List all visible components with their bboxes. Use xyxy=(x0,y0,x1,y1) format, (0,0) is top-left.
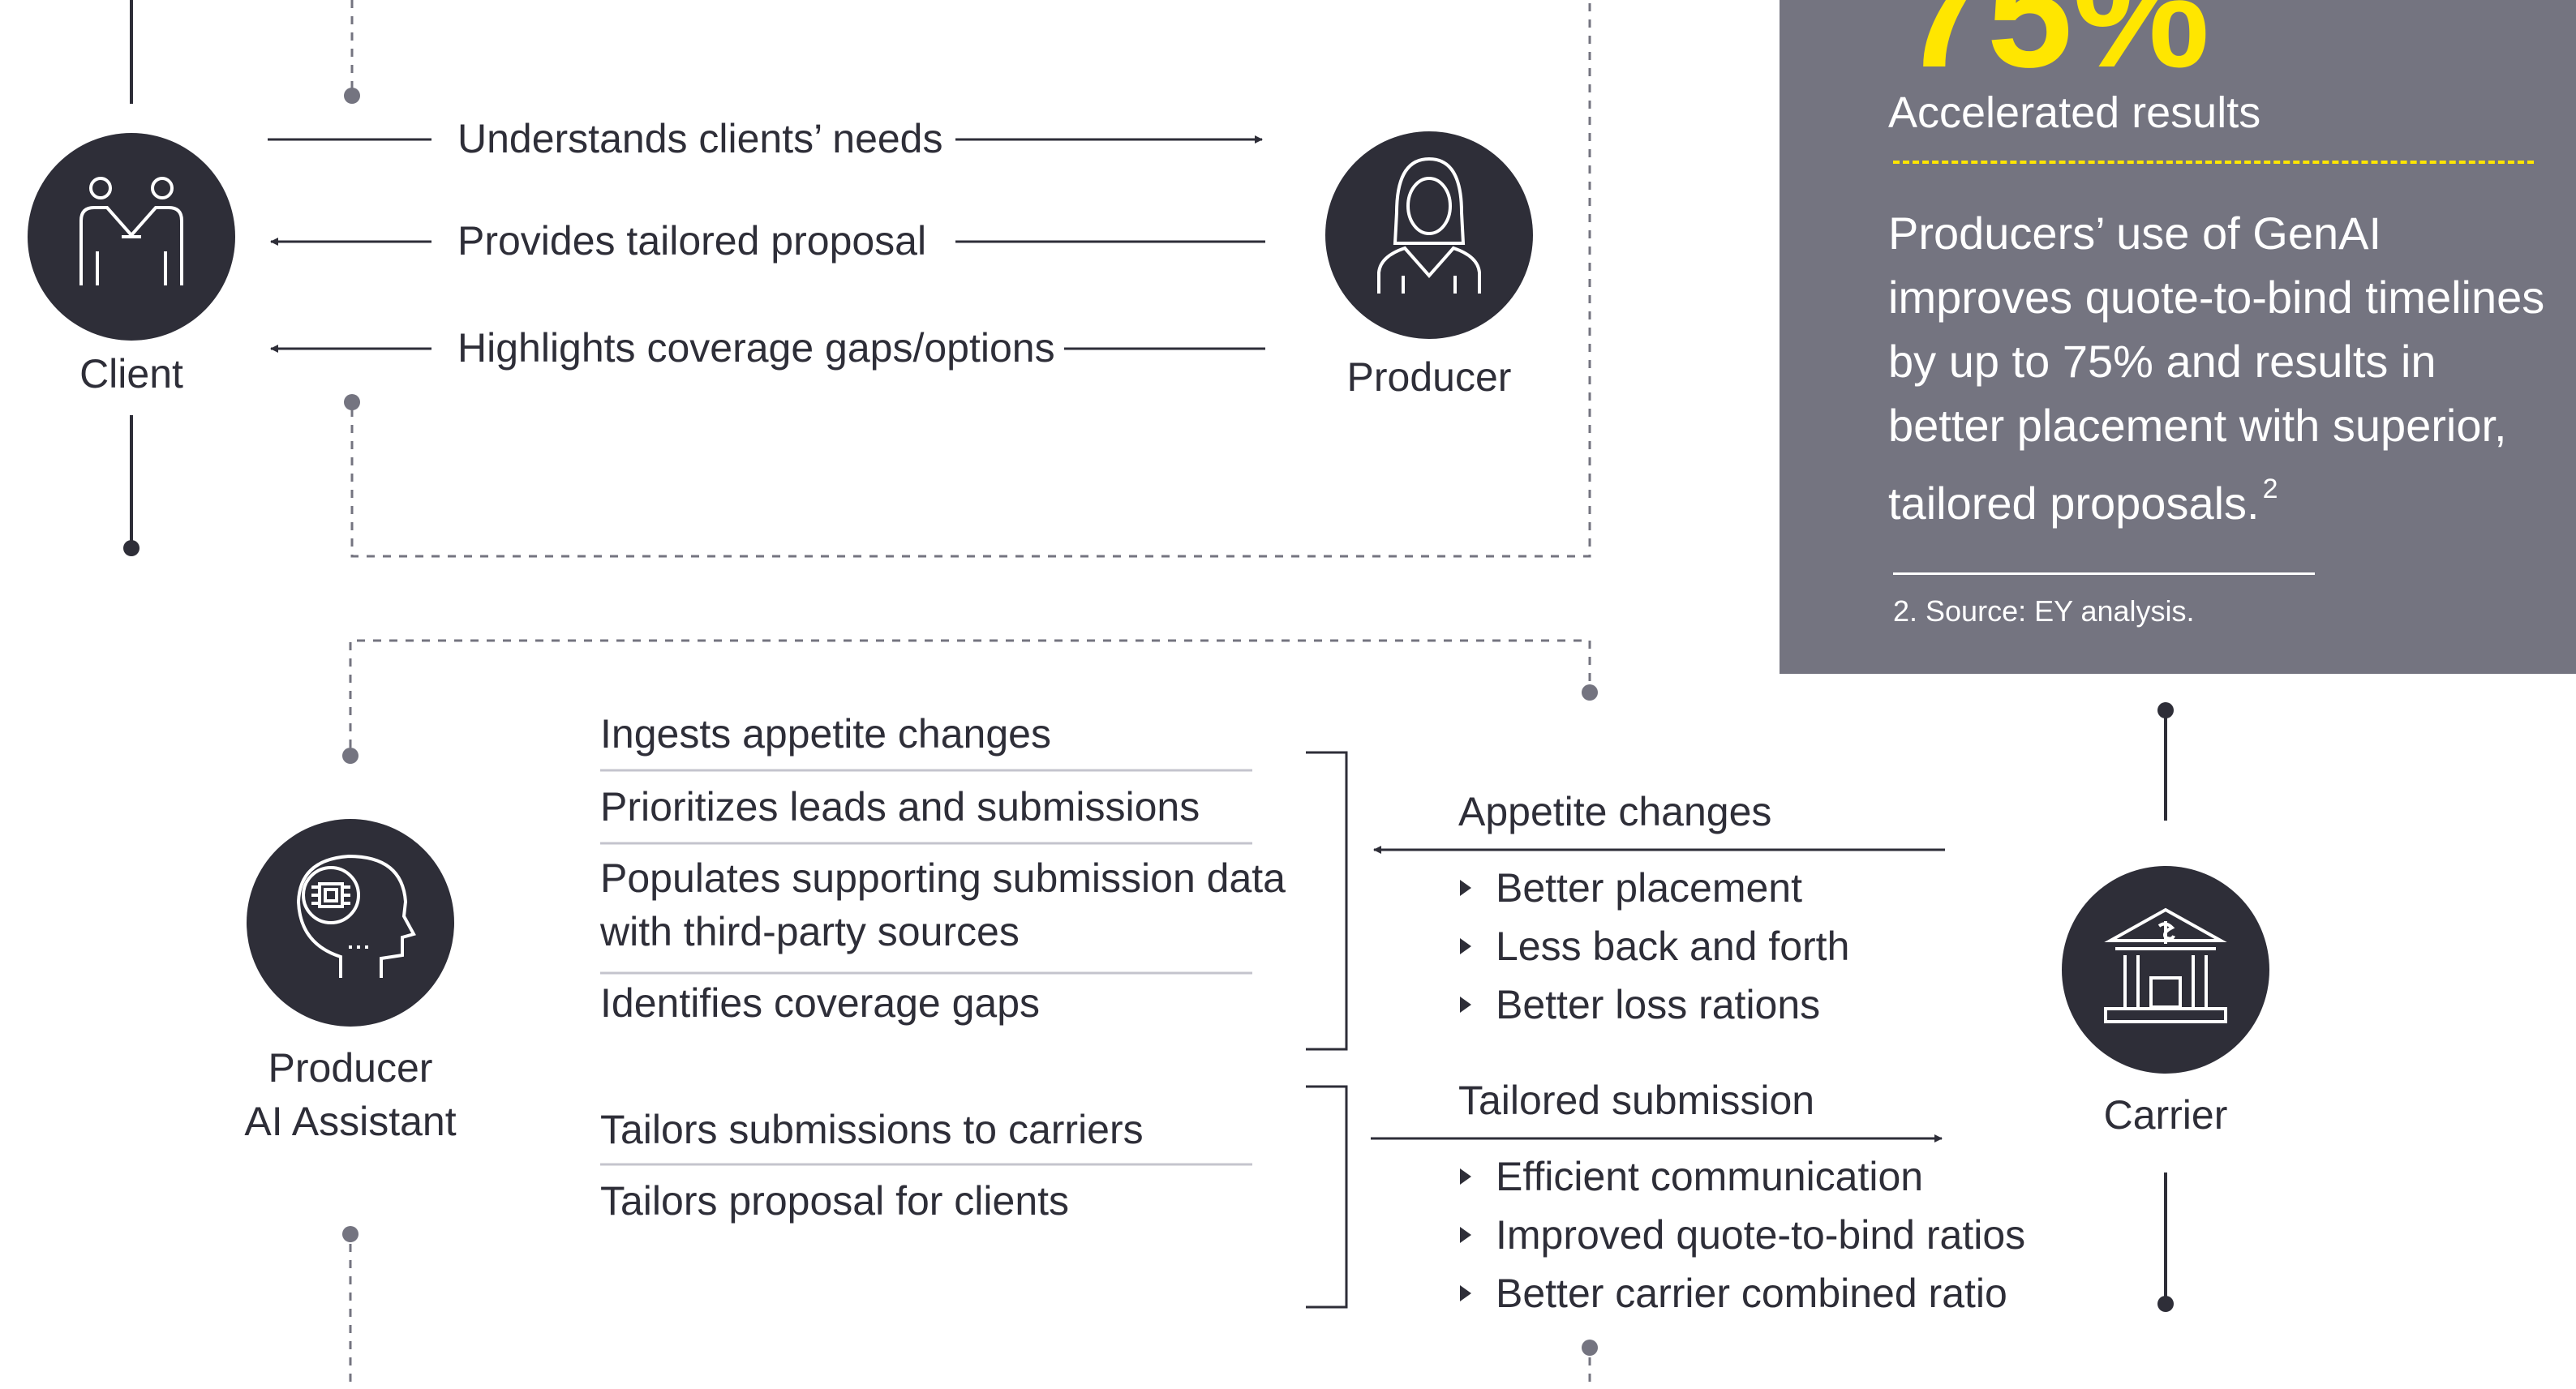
carrier-label: Carrier xyxy=(2103,1092,2228,1138)
top-box-dot-2 xyxy=(344,394,360,410)
top-dashed-box xyxy=(350,0,1591,558)
stat-description: Producers’ use of GenAI improves quote-t… xyxy=(1888,208,2545,529)
appetite-bullet: Less back and forth xyxy=(1460,926,1849,967)
flow-label-1: Understands clients’ needs xyxy=(457,116,943,161)
bullet-triangle-icon xyxy=(1460,1284,1471,1301)
bottom-box-dot-2 xyxy=(1582,684,1598,701)
top-box-dot-1 xyxy=(344,88,360,104)
bullet-triangle-icon xyxy=(1460,1168,1471,1185)
appetite-bullet: Better loss rations xyxy=(1460,984,1820,1025)
stat-value: 75% xyxy=(1901,0,2210,100)
handshake-icon xyxy=(28,133,235,341)
assistant-label-line1: Producer xyxy=(268,1045,433,1091)
submission-bullet: Efficient communication xyxy=(1460,1156,1923,1197)
task-populates-data-line1: Populates supporting submission data xyxy=(600,855,1286,901)
task-tailors-submissions: Tailors submissions to carriers xyxy=(600,1107,1144,1152)
bracket-group2 xyxy=(1306,1085,1348,1309)
bullet-triangle-icon xyxy=(1460,937,1471,954)
bottom-box-dot-1 xyxy=(342,748,358,764)
source-note: 2. Source: EY analysis. xyxy=(1893,594,2195,628)
bullet-triangle-icon xyxy=(1460,879,1471,896)
bullet-triangle-icon xyxy=(1460,1226,1471,1243)
appetite-bullet: Better placement xyxy=(1460,868,1802,908)
footnote-marker: 2 xyxy=(2262,474,2278,504)
ai-head-chip-icon xyxy=(247,819,454,1027)
producer-label: Producer xyxy=(1346,354,1512,400)
bottom-box-dot-3 xyxy=(342,1226,358,1242)
bullet-triangle-icon xyxy=(1460,996,1471,1013)
source-divider xyxy=(1893,572,2315,575)
bank-building-icon xyxy=(2062,866,2269,1074)
stat-divider xyxy=(1893,161,2534,164)
task-prioritizes-leads: Prioritizes leads and submissions xyxy=(600,784,1200,830)
task-identifies-gaps: Identifies coverage gaps xyxy=(600,980,1041,1026)
carrier-line-dot-top xyxy=(2157,702,2174,718)
task-tailors-proposal: Tailors proposal for clients xyxy=(600,1178,1070,1224)
flow-label-2: Provides tailored proposal xyxy=(457,218,927,264)
bracket-group1 xyxy=(1306,751,1348,1051)
stat-caption: Accelerated results xyxy=(1888,88,2261,137)
task-ingests-appetite: Ingests appetite changes xyxy=(600,711,1051,757)
client-line-end-dot xyxy=(123,540,140,556)
stat-panel: 75% Accelerated results Producers’ use o… xyxy=(1780,0,2576,674)
task-populates-data-line2: with third-party sources xyxy=(600,909,1020,954)
producer-person-icon xyxy=(1325,131,1533,339)
carrier-line-dot-bottom xyxy=(2157,1296,2174,1312)
submission-heading: Tailored submission xyxy=(1458,1078,1815,1123)
submission-bullet: Better carrier combined ratio xyxy=(1460,1273,2007,1314)
submission-bullet: Improved quote-to-bind ratios xyxy=(1460,1215,2025,1255)
bottom-dashed-box xyxy=(349,639,1591,748)
client-label: Client xyxy=(79,351,183,397)
bottom-box-dot-4 xyxy=(1582,1340,1598,1356)
appetite-heading: Appetite changes xyxy=(1458,789,1772,834)
assistant-label-line2: AI Assistant xyxy=(244,1099,457,1144)
flow-label-3: Highlights coverage gaps/options xyxy=(457,325,1055,371)
